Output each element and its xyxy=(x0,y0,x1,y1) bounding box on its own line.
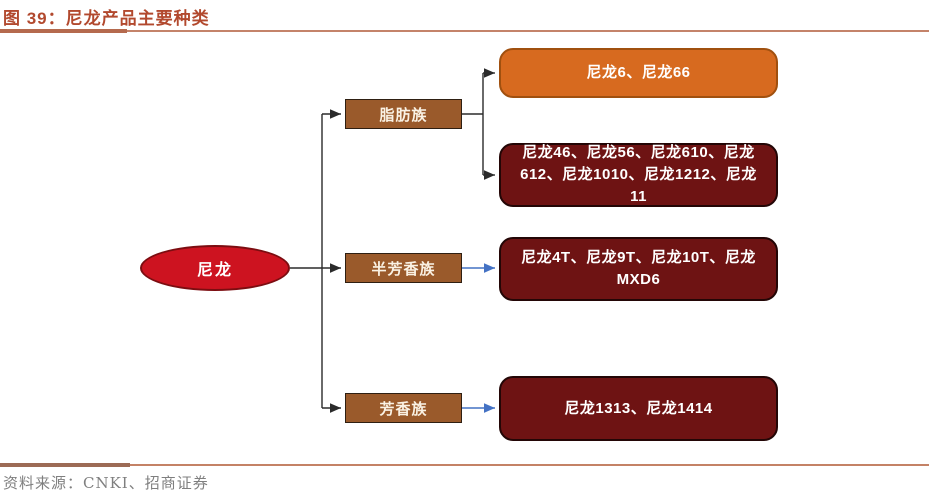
root-node-label: 尼龙 xyxy=(196,262,233,279)
category-label: 芳香族 xyxy=(379,400,428,418)
leaf-box-aromatic-types: 尼龙1313、尼龙1414 xyxy=(499,376,778,441)
leaf-box-semi-aromatic-types: 尼龙4T、尼龙9T、尼龙10T、尼龙MXD6 xyxy=(499,237,778,301)
category-box-aliphatic: 脂肪族 xyxy=(345,99,462,129)
leaf-label: 尼龙6、尼龙66 xyxy=(586,64,691,82)
figure-title: 图 39：尼龙产品主要种类 xyxy=(3,9,210,28)
leaf-label: 尼龙4T、尼龙9T、尼龙10T、尼龙MXD6 xyxy=(521,249,756,288)
source-text: 资料来源：CNKI、招商证券 xyxy=(3,474,209,492)
leaf-box-nylon6-66: 尼龙6、尼龙66 xyxy=(499,48,778,98)
category-label: 半芳香族 xyxy=(371,260,436,278)
leaf-box-aliphatic-others: 尼龙46、尼龙56、尼龙610、尼龙612、尼龙1010、尼龙1212、尼龙11 xyxy=(499,143,778,207)
source-divider-accent xyxy=(0,463,130,467)
category-box-aromatic: 芳香族 xyxy=(345,393,462,423)
category-box-semi-aromatic: 半芳香族 xyxy=(345,253,462,283)
source-divider xyxy=(0,464,929,466)
leaf-label: 尼龙46、尼龙56、尼龙610、尼龙612、尼龙1010、尼龙1212、尼龙11 xyxy=(520,144,757,205)
category-label: 脂肪族 xyxy=(379,106,428,124)
leaf-label: 尼龙1313、尼龙1414 xyxy=(564,399,713,417)
title-underline-accent xyxy=(0,29,127,33)
root-node-nylon: 尼龙 xyxy=(140,245,290,291)
title-underline xyxy=(0,30,929,32)
